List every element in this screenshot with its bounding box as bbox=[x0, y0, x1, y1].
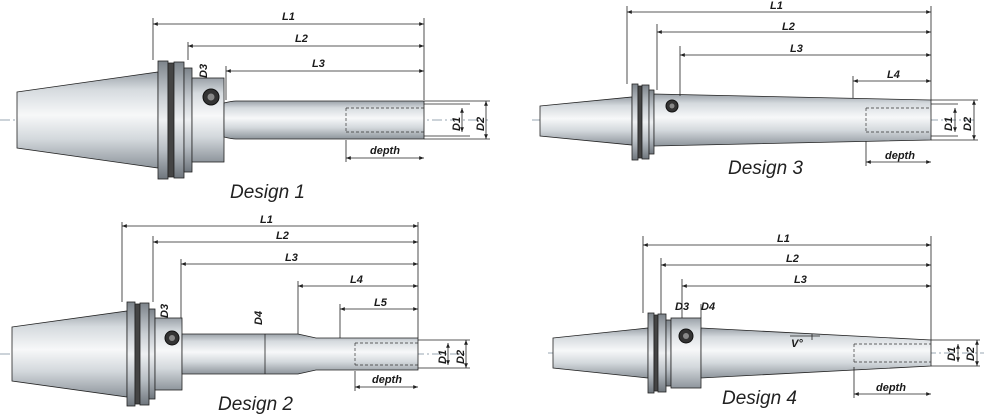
dim-label-D2: D2 bbox=[475, 117, 487, 131]
design-1: L1 L2 L3 D3 D1 D2 depth Design 1 bbox=[0, 11, 490, 203]
dim-label-D4: D4 bbox=[701, 301, 715, 313]
dim-label-D3: D3 bbox=[675, 301, 689, 313]
dim-label-L3: L3 bbox=[794, 274, 807, 286]
design-3: L1 L2 L3 L4 D1 D2 depth Design 3 bbox=[532, 0, 978, 179]
dim-label-D3: D3 bbox=[159, 304, 171, 318]
dim-label-D1: D1 bbox=[943, 117, 955, 131]
flange bbox=[126, 301, 136, 407]
taper-extension-body bbox=[700, 327, 932, 379]
taper-shank bbox=[539, 96, 633, 146]
dim-label-angle: V° bbox=[791, 338, 803, 350]
flange bbox=[647, 312, 655, 394]
dim-label-L5: L5 bbox=[374, 297, 388, 309]
dim-label-D2: D2 bbox=[965, 347, 977, 361]
design-caption: Design 1 bbox=[230, 182, 305, 203]
dim-label-D1: D1 bbox=[451, 117, 463, 131]
taper-shank bbox=[16, 71, 159, 169]
design-2: L1 L2 L3 L4 L5 D3 D4 D1 D2 depth Design … bbox=[0, 214, 470, 415]
dim-label-L1: L1 bbox=[260, 214, 273, 226]
dim-label-depth: depth bbox=[370, 145, 400, 157]
dim-label-L4: L4 bbox=[887, 69, 900, 81]
dim-label-L1: L1 bbox=[282, 11, 295, 23]
design-caption: Design 3 bbox=[728, 158, 803, 179]
dim-label-L2: L2 bbox=[276, 230, 289, 242]
dim-label-L3: L3 bbox=[285, 252, 298, 264]
extension-body bbox=[223, 100, 425, 140]
dim-label-D1: D1 bbox=[437, 350, 449, 364]
dim-label-L3: L3 bbox=[790, 43, 803, 55]
dim-label-L2: L2 bbox=[782, 21, 795, 33]
extension-body bbox=[181, 333, 419, 375]
design-caption: Design 4 bbox=[722, 388, 797, 409]
dim-label-L3: L3 bbox=[312, 58, 325, 70]
dim-label-depth: depth bbox=[372, 374, 402, 386]
design-caption: Design 2 bbox=[218, 394, 293, 415]
taper-shank bbox=[11, 310, 128, 398]
dim-label-L1: L1 bbox=[770, 0, 783, 12]
dim-label-D1: D1 bbox=[946, 347, 958, 361]
dim-label-depth: depth bbox=[885, 150, 915, 162]
taper-extension-body bbox=[653, 93, 932, 147]
dim-label-D4: D4 bbox=[253, 311, 265, 325]
design-4: L1 L2 L3 D3 D4 V° D1 D2 depth Design 4 bbox=[548, 233, 984, 409]
dim-label-D2: D2 bbox=[455, 350, 467, 364]
dim-label-L1: L1 bbox=[777, 233, 790, 245]
dim-label-L2: L2 bbox=[786, 253, 799, 265]
dim-label-D2: D2 bbox=[962, 117, 974, 131]
collar bbox=[154, 317, 183, 391]
flange bbox=[157, 60, 169, 180]
dim-label-L2: L2 bbox=[295, 33, 308, 45]
taper-shank bbox=[552, 327, 649, 379]
dim-label-D3: D3 bbox=[198, 64, 210, 78]
dim-label-L4: L4 bbox=[350, 274, 363, 286]
dim-label-depth: depth bbox=[876, 382, 906, 394]
flange bbox=[631, 83, 639, 161]
